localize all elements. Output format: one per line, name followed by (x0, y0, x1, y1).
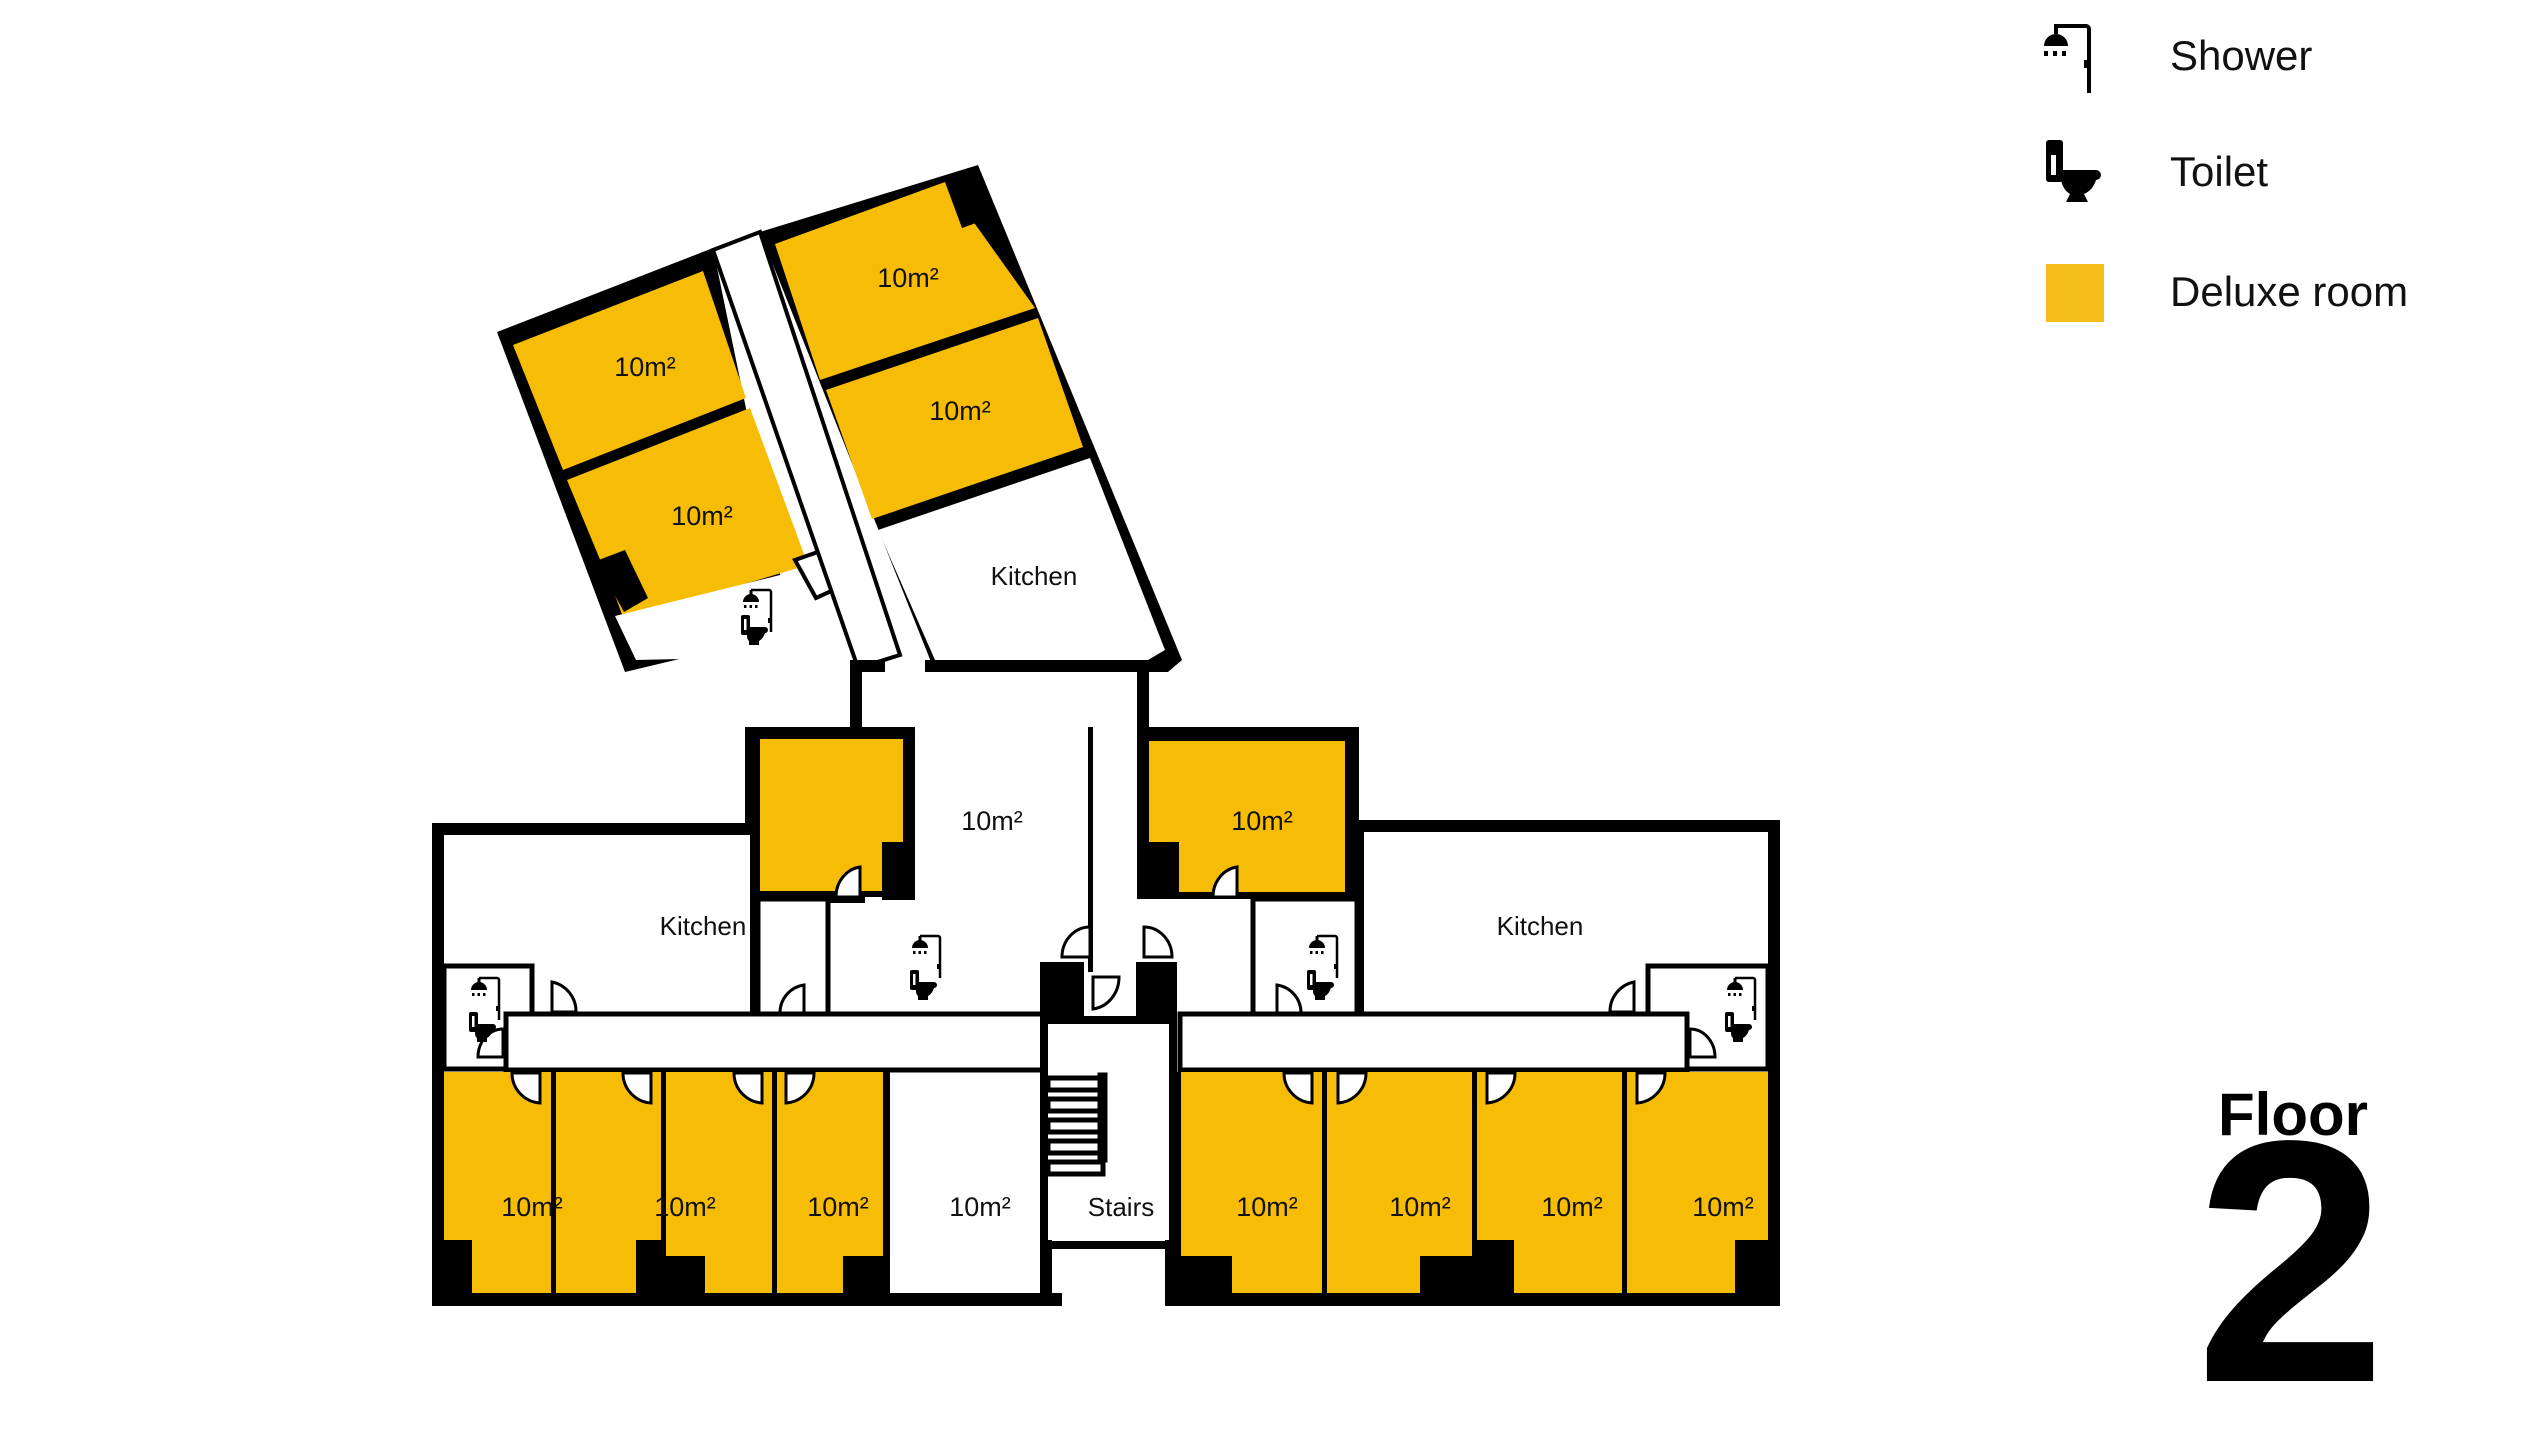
area-label: 10m² (877, 263, 939, 293)
spine-wall-left (1088, 727, 1093, 972)
area-label: 10m² (961, 806, 1023, 836)
area-label: 10m² (1692, 1192, 1754, 1222)
area-label: 10m² (1389, 1192, 1451, 1222)
right-bottom-rooms (1176, 1072, 1768, 1306)
spine-wall-right (1137, 727, 1142, 899)
left-kitchen-top-wall (432, 823, 752, 835)
right-corridor (1177, 1011, 1690, 1073)
floor-label: Floor (2218, 1081, 2368, 1148)
connector-wall-top-right (925, 660, 1147, 672)
area-label: 10m² (1236, 1192, 1298, 1222)
tilted-kitchen (878, 458, 1165, 660)
shower-icon (2044, 24, 2091, 93)
deluxe-room-swatch (2046, 264, 2104, 322)
stairs-pillar-left (1040, 962, 1084, 1020)
center-left-room (760, 739, 903, 891)
left-kitchen-right-wall (750, 835, 758, 1015)
stairs-pillar-right (1136, 962, 1177, 1020)
floor-number: 2 (2195, 1070, 2387, 1455)
main-outer-left (432, 823, 444, 1303)
stairs-label: Stairs (1088, 1192, 1154, 1222)
center-left-closet (882, 842, 915, 900)
main-outer-right (1768, 820, 1780, 1306)
left-bottom-rooms (444, 1070, 1062, 1306)
tilted-wing (497, 165, 1182, 672)
tilted-bathroom (615, 568, 856, 660)
center-right-bathroom (1250, 896, 1360, 1018)
tilted-corridor-fill (717, 239, 895, 663)
legend-label-deluxe-room: Deluxe room (2170, 268, 2409, 315)
stairs-bottom-right-post (1165, 1240, 1179, 1306)
area-label: 10m² (929, 396, 991, 426)
tilted-left-room-upper (513, 271, 746, 470)
tilted-left-closet (596, 550, 648, 612)
center-right-room (1149, 741, 1345, 892)
area-label: 10m² (949, 1192, 1011, 1222)
right-kitchen-top-wall (1356, 820, 1780, 832)
legend-label-shower: Shower (2170, 32, 2313, 79)
left-corridor (503, 1011, 1059, 1073)
kitchen-label: Kitchen (660, 911, 747, 941)
area-label: 10m² (654, 1192, 716, 1222)
stairs-steps (1045, 1072, 1108, 1177)
spine-fill (1093, 727, 1137, 967)
connector-wall-right (1137, 660, 1149, 742)
area-label: 10m² (671, 501, 733, 531)
kitchen-label: Kitchen (1497, 911, 1584, 941)
toilet-icon (2046, 140, 2101, 202)
legend-item-deluxe-room: Deluxe room (2040, 263, 2408, 323)
toilet-icon (910, 970, 937, 1000)
stairs-core (1040, 1016, 1177, 1249)
main-outer-bottom-right (1176, 1293, 1780, 1306)
tilted-right-closet (945, 172, 990, 228)
room-labels: 10m² 10m² 10m² 10m² Kitchen 10m² 10m² Ki… (501, 263, 1754, 1222)
area-label: 10m² (1541, 1192, 1603, 1222)
area-label: 10m² (614, 352, 676, 382)
central-corridor (862, 672, 1137, 727)
connector-wall-left (850, 660, 862, 742)
area-label: 10m² (1231, 806, 1293, 836)
legend-item-shower: Shower (2040, 20, 2312, 100)
legend-label-toilet: Toilet (2170, 148, 2269, 195)
center-right-closet (1137, 842, 1179, 899)
doors (476, 865, 1717, 1105)
tilted-right-room-upper (775, 182, 1035, 380)
legend-item-toilet: Toilet (2040, 140, 2268, 220)
stairs-bottom-left-post (1040, 1240, 1052, 1306)
connector-wall-top (850, 660, 885, 672)
area-label: 10m² (807, 1192, 869, 1222)
area-label: 10m² (501, 1192, 563, 1222)
tilted-right-room-lower (826, 318, 1083, 519)
right-kitchen-left-wall (1356, 820, 1364, 1015)
kitchen-label: Kitchen (991, 561, 1078, 591)
